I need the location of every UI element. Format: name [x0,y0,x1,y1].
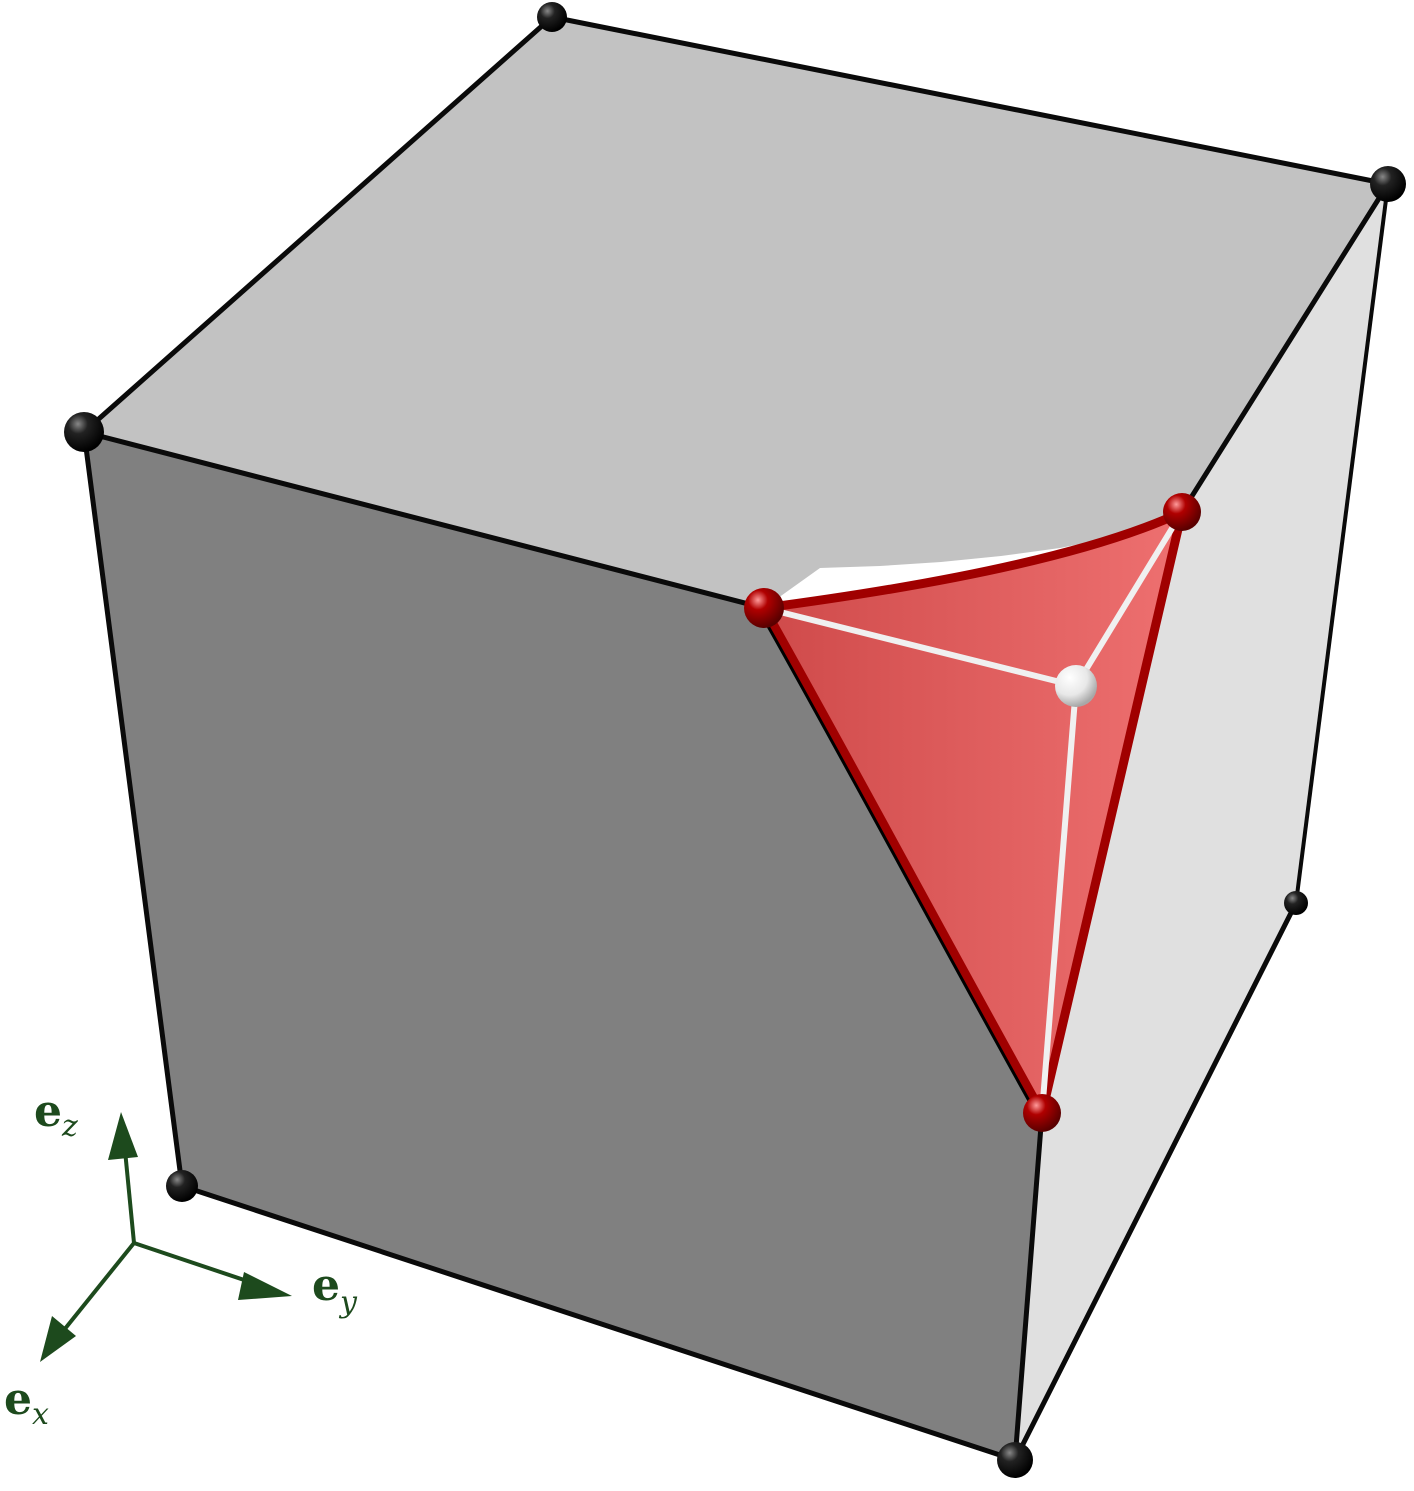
axis-y-label: ey [312,1260,358,1320]
axis-y-arrowhead [238,1272,292,1300]
section-edge-top [763,507,1184,613]
red-vertices [744,493,1201,1132]
edge-bottom-right [1012,900,1299,1463]
edge-front-vertical [1012,1110,1045,1463]
edge-top-right [1179,181,1391,515]
vertex-red [1163,493,1201,531]
edge-bottom-front [179,1183,1018,1463]
inner-line-to-bottom [1039,683,1079,1116]
inner-lines [761,509,1185,1116]
axis-x-line [62,1241,136,1332]
section-edge-right [1037,510,1187,1115]
cube-face-right [1015,184,1388,1460]
vertex-white [1055,665,1097,707]
axis-x-arrowhead [40,1316,76,1362]
vertex-black [166,1170,198,1202]
section-edge-left [760,605,1046,1116]
edge-top-back [549,14,1391,187]
axis-y-line [133,1241,263,1288]
edge-top-front [81,429,767,611]
cube-edges [81,14,1391,1463]
cube-face-top [84,17,1388,608]
vertex-red [1023,1094,1061,1132]
section-edge-dark-outline-left [758,611,1040,1118]
section-edges [758,507,1187,1118]
coordinate-axes: ez ey ex [4,1086,358,1432]
vertex-black [64,412,104,452]
vertex-black [537,2,567,32]
inner-line-to-left [761,605,1079,689]
edge-left-vertical [81,429,185,1189]
axis-x-label: ex [4,1374,49,1432]
cross-section-triangle [764,512,1182,1113]
inner-line-to-top [1073,509,1185,689]
black-vertices [64,2,1406,1478]
axis-z-arrowhead [108,1112,138,1160]
vertex-black [1284,891,1308,915]
edge-right-vertical [1294,182,1390,905]
vertex-black [1370,166,1406,202]
vertex-red [744,588,784,628]
axis-z-label: ez [34,1086,78,1144]
vertex-black [997,1442,1033,1478]
edge-top-left [81,14,555,435]
